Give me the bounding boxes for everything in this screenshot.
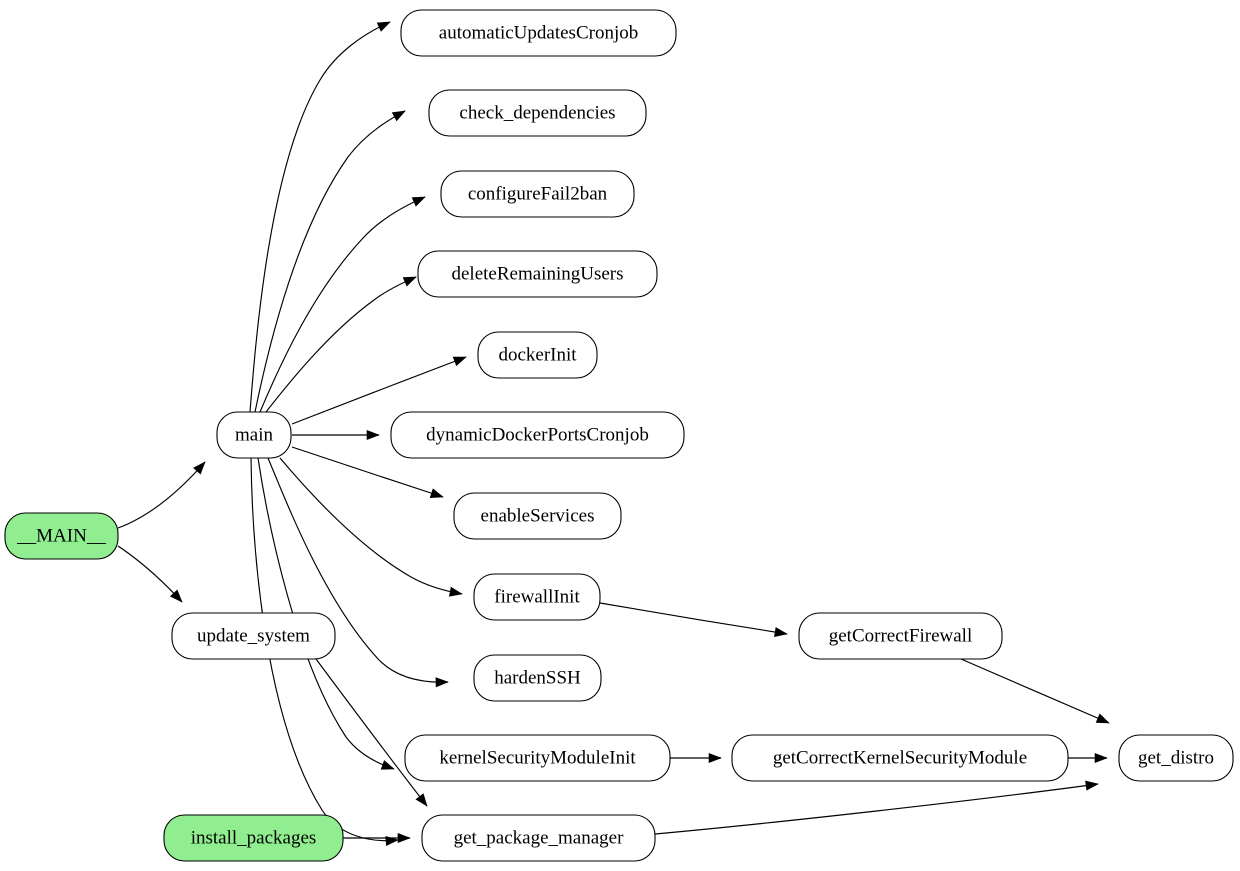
graph-node-getcorrectkernelsecuritymodule[interactable]: getCorrectKernelSecurityModule [731, 734, 1069, 782]
graph-node-deleteremainingusers[interactable]: deleteRemainingUsers [417, 250, 658, 298]
edge-line [249, 21, 391, 413]
graph-edge[interactable] [267, 457, 449, 688]
graph-edge[interactable] [279, 457, 463, 597]
arrowhead-icon [435, 677, 449, 688]
graph-edge[interactable] [117, 545, 183, 603]
node-shape [390, 411, 685, 459]
arrowhead-icon [1095, 713, 1110, 724]
graph-edge[interactable] [654, 780, 1099, 835]
edge-line [257, 457, 395, 770]
node-shape [440, 170, 635, 218]
node-shape [4, 512, 119, 560]
node-shape [473, 573, 601, 621]
graph-node-update-system[interactable]: update_system [171, 612, 336, 660]
arrowhead-icon [380, 760, 395, 770]
graph-edge[interactable] [1068, 752, 1108, 764]
node-shape [171, 612, 336, 660]
node-shape [798, 612, 1003, 660]
edge-line [267, 457, 449, 683]
arrowhead-icon [708, 752, 722, 764]
graph-edge[interactable] [249, 21, 391, 413]
edge-hit-area[interactable] [600, 603, 787, 634]
edge-hit-area[interactable] [961, 659, 1109, 723]
edge-line [960, 658, 1110, 724]
arrowhead-icon [411, 196, 426, 207]
graph-edge[interactable] [599, 602, 788, 638]
graph-node-firewallinit[interactable]: firewallInit [473, 573, 601, 621]
arrowhead-icon [774, 627, 788, 638]
graph-node-getcorrectfirewall[interactable]: getCorrectFirewall [798, 612, 1003, 660]
graph-edge[interactable] [257, 457, 395, 770]
edge-line [654, 783, 1099, 835]
node-shape [477, 331, 598, 379]
nodes-layer: __MAIN__ main update_system install_package… [4, 9, 1234, 862]
graph-node-install-packages[interactable]: install_packages [163, 814, 344, 862]
graph-edge[interactable] [291, 446, 444, 498]
graph-node-get-package-manager[interactable]: get_package_manager [421, 814, 656, 862]
arrowhead-icon [366, 429, 380, 441]
graph-edge[interactable] [117, 461, 206, 529]
edge-hit-area[interactable] [118, 462, 205, 528]
graph-node-kernelsecuritymoduleinit[interactable]: kernelSecurityModuleInit [404, 734, 671, 782]
node-shape [400, 9, 677, 57]
edges-layer [117, 21, 1110, 847]
graph-node-get-distro[interactable]: get_distro [1118, 734, 1234, 782]
edge-hit-area[interactable] [280, 458, 462, 594]
node-shape [404, 734, 671, 782]
graph-node-enableservices[interactable]: enableServices [453, 492, 622, 540]
arrowhead-icon [193, 461, 206, 475]
edge-line [599, 602, 788, 635]
arrowhead-icon [452, 356, 467, 367]
node-shape [731, 734, 1069, 782]
graph-edge[interactable] [960, 658, 1110, 724]
node-shape [453, 492, 622, 540]
arrowhead-icon [169, 589, 183, 603]
arrowhead-icon [391, 110, 406, 122]
edge-line [291, 356, 467, 425]
graph-node-dynamicdockerportscronjob[interactable]: dynamicDockerPortsCronjob [390, 411, 685, 459]
graph-node-hardenssh[interactable]: hardenSSH [473, 654, 602, 702]
graph-edge[interactable] [259, 196, 426, 413]
node-shape [473, 654, 602, 702]
edge-line [259, 196, 426, 413]
arrowhead-icon [429, 488, 444, 498]
arrowhead-icon [1094, 752, 1108, 764]
graph-node-check-dependencies[interactable]: check_dependencies [428, 89, 647, 137]
node-shape [163, 814, 344, 862]
graph-edge[interactable] [292, 429, 380, 441]
arrowhead-icon [376, 21, 391, 32]
graph-node---main--[interactable]: __MAIN__ [4, 512, 119, 560]
node-shape [216, 411, 292, 459]
graph-node-dockerinit[interactable]: dockerInit [477, 331, 598, 379]
graph-edge[interactable] [670, 752, 722, 764]
node-shape [421, 814, 656, 862]
node-shape [417, 250, 658, 298]
arrowhead-icon [402, 276, 417, 287]
arrowhead-icon [1085, 780, 1099, 791]
graph-edge[interactable] [254, 110, 406, 413]
edge-line [117, 461, 206, 529]
edge-line [254, 110, 406, 413]
graph-edge[interactable] [291, 356, 467, 425]
edge-line [291, 446, 444, 498]
arrowhead-icon [397, 832, 411, 844]
edge-line [265, 276, 417, 413]
graph-edge[interactable] [265, 276, 417, 413]
graph-node-configurefail2ban[interactable]: configureFail2ban [440, 170, 635, 218]
graph-node-main[interactable]: main [216, 411, 292, 459]
graph-edge[interactable] [315, 658, 428, 807]
graph-node-automaticupdatescronjob[interactable]: automaticUpdatesCronjob [400, 9, 677, 57]
arrowhead-icon [448, 586, 463, 597]
edge-line [315, 658, 428, 807]
edge-hit-area[interactable] [118, 546, 182, 602]
arrowhead-icon [415, 793, 428, 807]
node-shape [1118, 734, 1234, 782]
edge-line [250, 457, 399, 842]
node-shape [428, 89, 647, 137]
edge-hit-area[interactable] [655, 784, 1098, 834]
edge-line [279, 457, 463, 595]
graph-edge[interactable] [343, 832, 411, 844]
